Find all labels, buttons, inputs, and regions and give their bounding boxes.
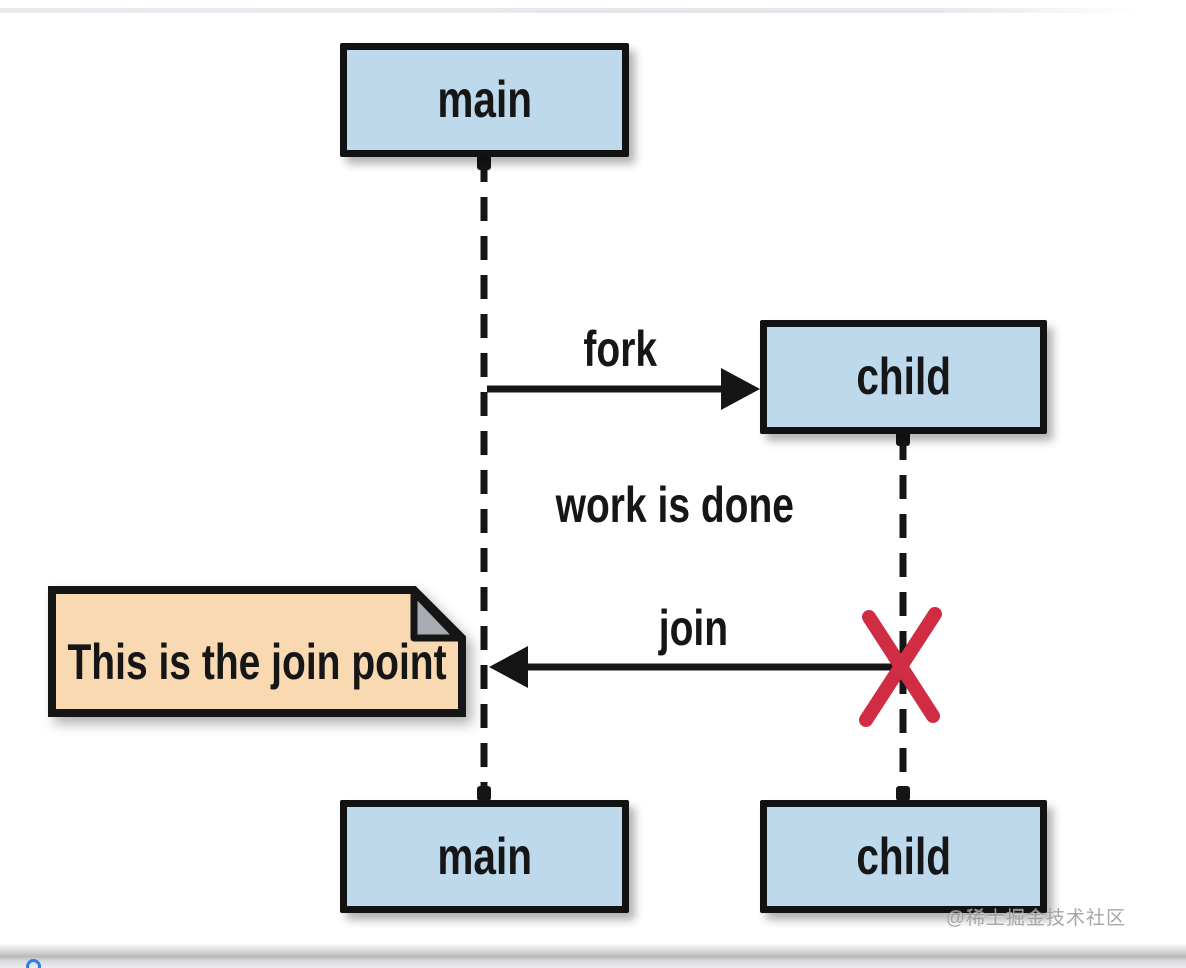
actor-label-main-bottom: main — [437, 827, 532, 886]
top-divider — [0, 8, 1140, 13]
lifeline-nub — [896, 431, 910, 446]
fork-arrowhead-icon — [721, 368, 760, 410]
note-text: This is the join point — [67, 633, 447, 690]
note-shape — [48, 586, 466, 717]
lifeline-nub — [477, 786, 491, 801]
actor-label-main-top: main — [437, 71, 532, 129]
lifeline-nub — [896, 786, 910, 801]
lifeline-nub — [477, 155, 491, 170]
fork-message-label: fork — [583, 321, 657, 377]
actor-label-child-bottom: child — [856, 827, 951, 886]
actor-label-child-top: child — [856, 348, 951, 406]
actor-box-main-bottom: main — [340, 800, 629, 913]
work-is-done-label: work is done — [555, 477, 795, 533]
note-folded-corner-icon — [410, 588, 462, 642]
actor-box-child-top: child — [760, 320, 1047, 434]
actor-box-main-top: main — [340, 43, 629, 157]
join-message-label: join — [658, 600, 728, 656]
bottom-edge-shadow — [0, 944, 1186, 968]
join-arrowhead-icon — [489, 646, 528, 688]
note-outline — [48, 586, 466, 717]
note-join-point: This is the join point — [48, 586, 466, 717]
actor-box-child-bottom: child — [760, 800, 1047, 913]
note-text-container: This is the join point — [48, 586, 466, 717]
watermark: @稀土掘金技术社区 — [945, 908, 1126, 929]
clipped-blue-icon — [26, 959, 41, 968]
thread-end-cross-icon — [859, 607, 942, 727]
